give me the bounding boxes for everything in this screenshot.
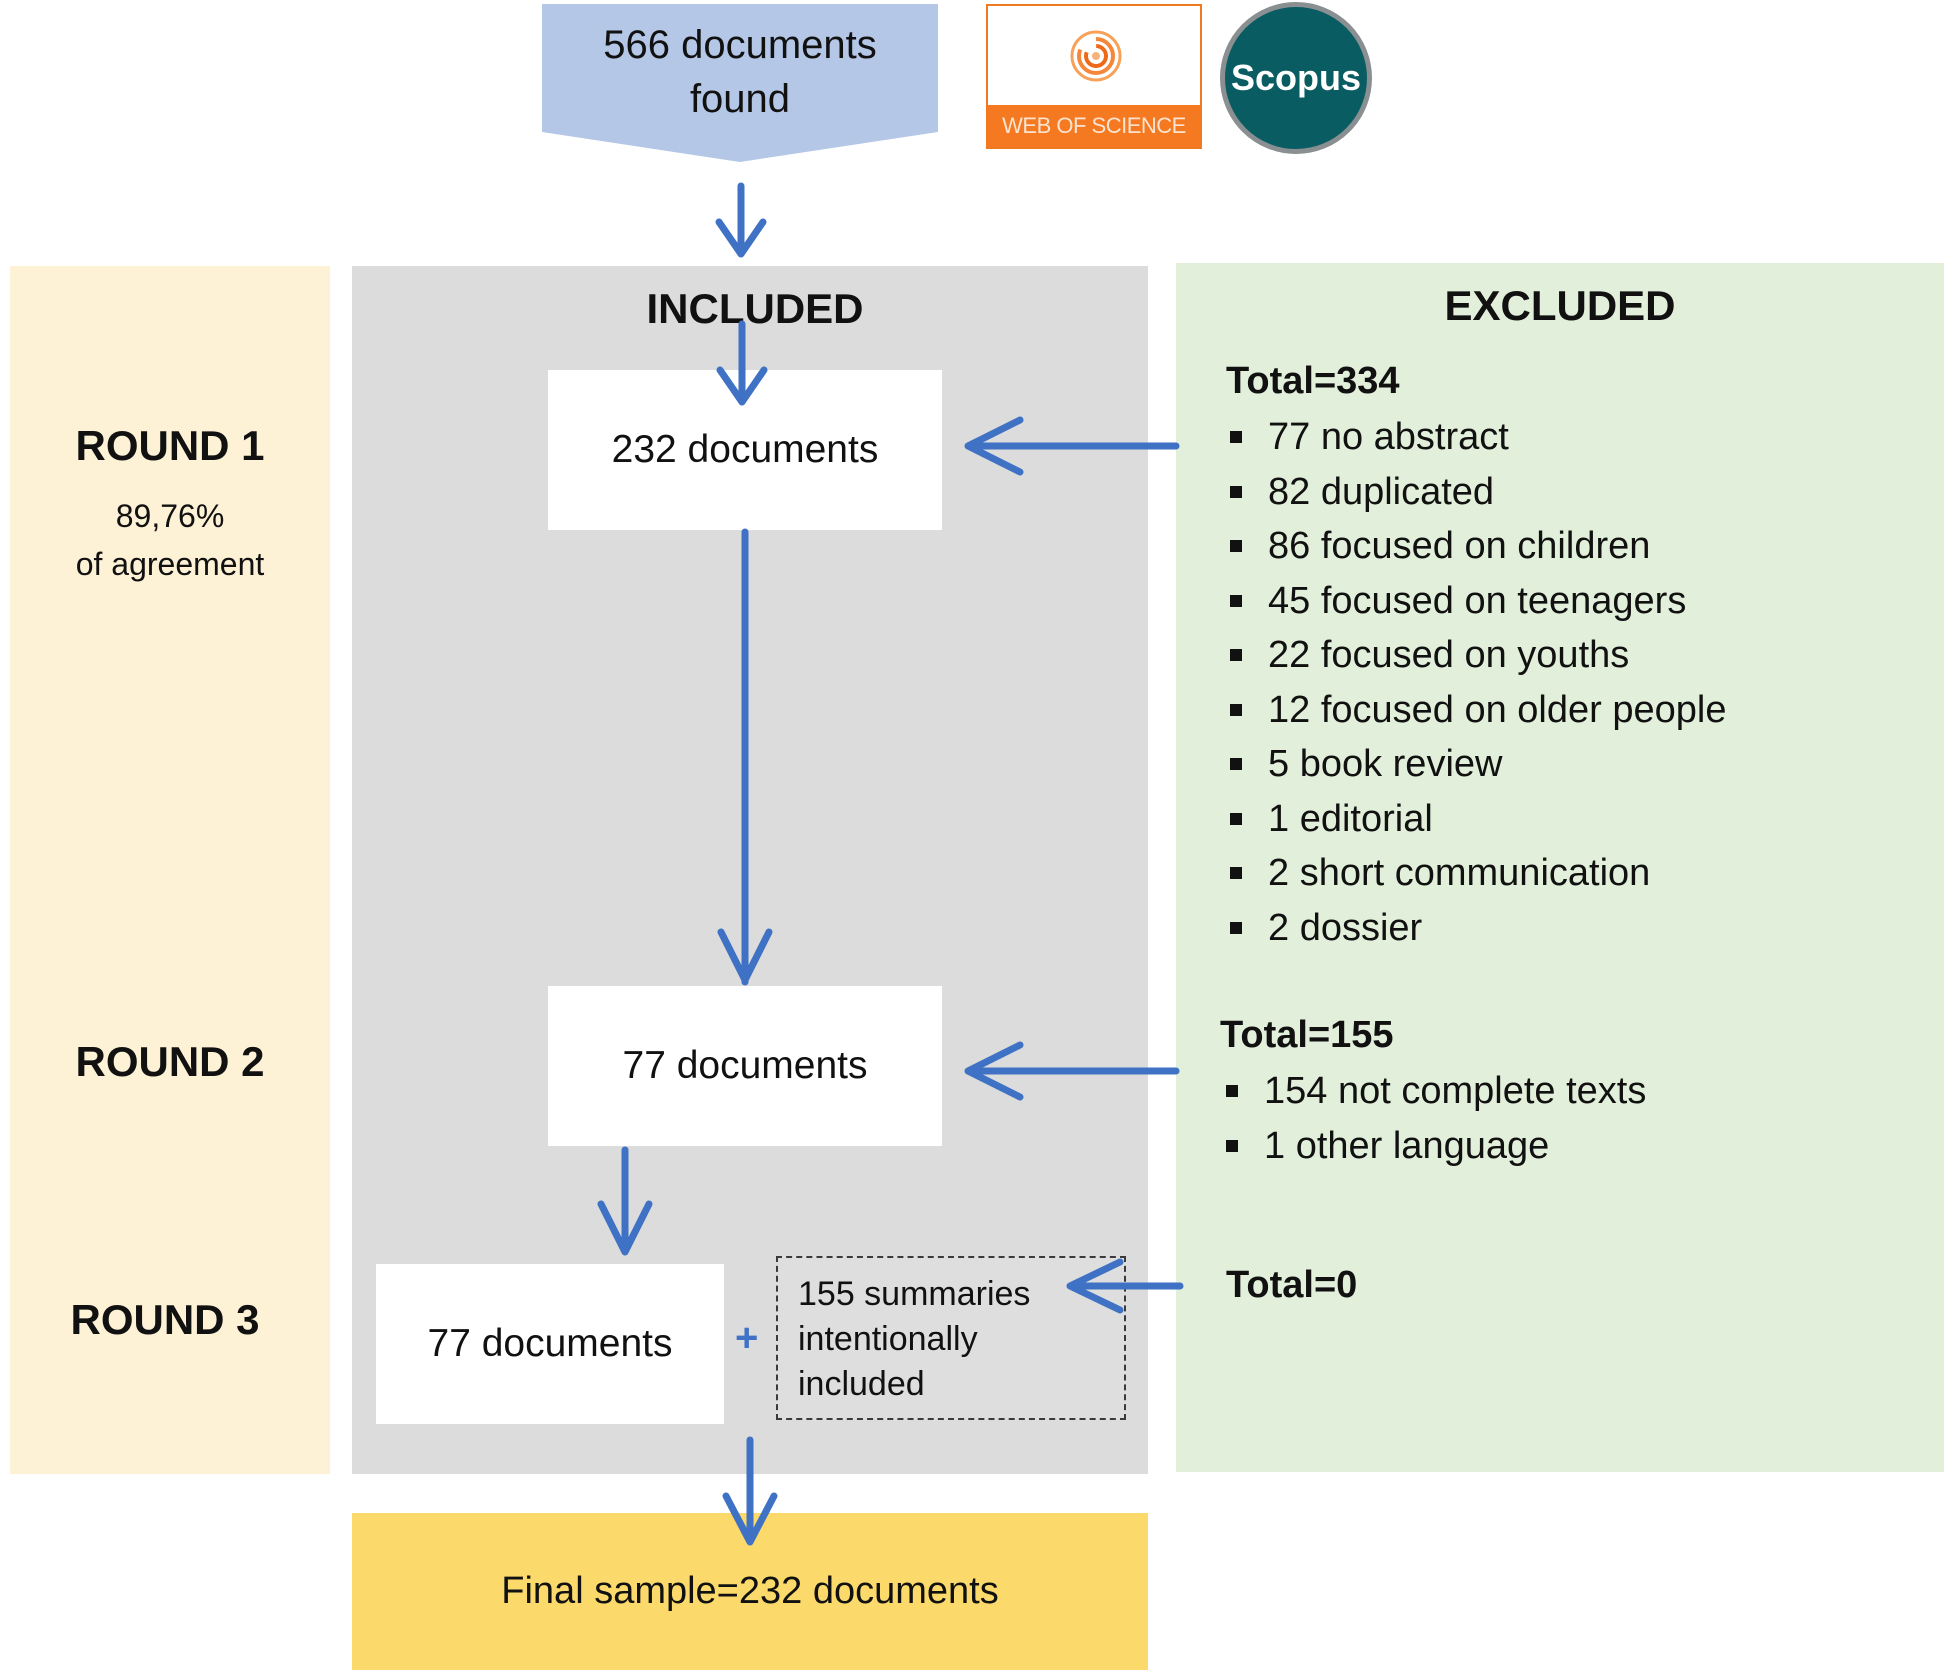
excluded-item-text: 1 editorial — [1268, 797, 1433, 840]
list-item: 45 focused on teenagers — [1226, 574, 1726, 629]
arrow-down-icon — [717, 528, 773, 986]
round-1-label: ROUND 1 — [75, 422, 265, 469]
round-1-included-box: 232 documents — [548, 370, 942, 530]
excluded-item-text: 1 other language — [1264, 1124, 1550, 1167]
scopus-label: Scopus — [1230, 57, 1362, 98]
list-item: 5 book review — [1226, 737, 1726, 792]
bullet-icon — [1230, 867, 1242, 879]
plus-sign: + — [735, 1316, 759, 1360]
summaries-line3: included — [798, 1365, 925, 1403]
round-3-excluded-total: Total=0 — [1226, 1264, 1358, 1306]
round-1-excluded-list: 77 no abstract 82 duplicated 86 focused … — [1226, 410, 1726, 955]
bullet-icon — [1230, 703, 1242, 716]
bullet-icon — [1230, 431, 1242, 443]
round-3-included-box: 77 documents — [376, 1264, 724, 1424]
excluded-item-text: 82 duplicated — [1268, 470, 1495, 513]
excluded-item-text: 154 not complete texts — [1264, 1070, 1647, 1112]
list-item: 82 duplicated — [1226, 465, 1726, 520]
scopus-logo: Scopus — [1220, 2, 1372, 154]
list-item: 86 focused on children — [1226, 519, 1726, 574]
arrow-left-icon — [964, 1041, 1180, 1101]
documents-found-box: 566 documents found — [542, 4, 938, 162]
arrow-left-icon — [964, 416, 1180, 476]
round-2-label: ROUND 2 — [75, 1038, 265, 1085]
round-2-excluded-list: 154 not complete texts 1 other language — [1222, 1064, 1646, 1173]
documents-found-text: 566 documents found — [542, 18, 938, 126]
round-3-included-count: 77 documents — [427, 1322, 673, 1365]
wos-swirl-icon — [1070, 30, 1122, 82]
final-sample-text: Final sample=232 documents — [501, 1570, 999, 1612]
excluded-item-text: 2 short communication — [1268, 852, 1651, 894]
arrow-left-icon — [1066, 1258, 1184, 1314]
excluded-item-text: 86 focused on children — [1268, 525, 1651, 567]
list-item: 1 editorial — [1226, 792, 1726, 847]
rounds-panel — [10, 266, 330, 1474]
round-2-included-box: 77 documents — [548, 986, 942, 1146]
bullet-icon — [1230, 485, 1242, 498]
wos-label: WEB OF SCIENCE — [988, 105, 1200, 147]
web-of-science-logo: WEB OF SCIENCE — [986, 4, 1202, 149]
list-item: 77 no abstract — [1226, 410, 1726, 465]
bullet-icon — [1226, 1085, 1238, 1097]
summaries-included-text: 155 summaries intentionally included — [798, 1272, 1030, 1407]
bullet-icon — [1226, 1139, 1238, 1152]
list-item: 2 dossier — [1226, 901, 1726, 956]
list-item: 2 short communication — [1226, 846, 1726, 901]
list-item: 12 focused on older people — [1226, 683, 1726, 738]
agreement-percent: 89,76% — [115, 498, 225, 534]
round-1-agreement: 89,76% of agreement — [10, 492, 330, 588]
excluded-item-text: 2 dossier — [1268, 906, 1423, 949]
round-3-label: ROUND 3 — [70, 1296, 260, 1343]
bullet-icon — [1230, 758, 1242, 770]
list-item: 22 focused on youths — [1226, 628, 1726, 683]
round-1-excluded-total: Total=334 — [1226, 360, 1400, 402]
list-item: 1 other language — [1222, 1119, 1646, 1174]
bullet-icon — [1230, 540, 1242, 552]
agreement-caption: of agreement — [75, 546, 265, 582]
arrow-down-icon — [716, 320, 768, 406]
round-2-included-count: 77 documents — [622, 1044, 868, 1087]
documents-found-line2: found — [689, 77, 791, 121]
found-shape — [542, 4, 938, 162]
excluded-item-text: 77 no abstract — [1268, 416, 1509, 458]
arrow-down-icon — [715, 182, 767, 258]
arrow-down-icon — [722, 1436, 778, 1546]
bullet-icon — [1230, 649, 1242, 661]
documents-found-line1: 566 documents — [603, 23, 877, 67]
round-2-excluded-total: Total=155 — [1220, 1014, 1394, 1056]
excluded-item-text: 12 focused on older people — [1268, 688, 1727, 731]
arrow-down-icon — [597, 1146, 653, 1256]
list-item: 154 not complete texts — [1222, 1064, 1646, 1119]
round-1-included-count: 232 documents — [611, 428, 879, 471]
excluded-item-text: 22 focused on youths — [1268, 634, 1630, 676]
summaries-line2: intentionally — [798, 1320, 978, 1358]
summaries-included-box: 155 summaries intentionally included — [776, 1256, 1126, 1420]
excluded-panel — [1176, 263, 1944, 1472]
included-title: INCLUDED — [646, 285, 864, 332]
excluded-title: EXCLUDED — [1444, 282, 1676, 329]
bullet-icon — [1230, 812, 1242, 825]
excluded-item-text: 45 focused on teenagers — [1268, 579, 1687, 622]
bullet-icon — [1230, 921, 1242, 934]
bullet-icon — [1230, 594, 1242, 607]
summaries-line1: 155 summaries — [798, 1275, 1031, 1313]
excluded-item-text: 5 book review — [1268, 743, 1503, 785]
